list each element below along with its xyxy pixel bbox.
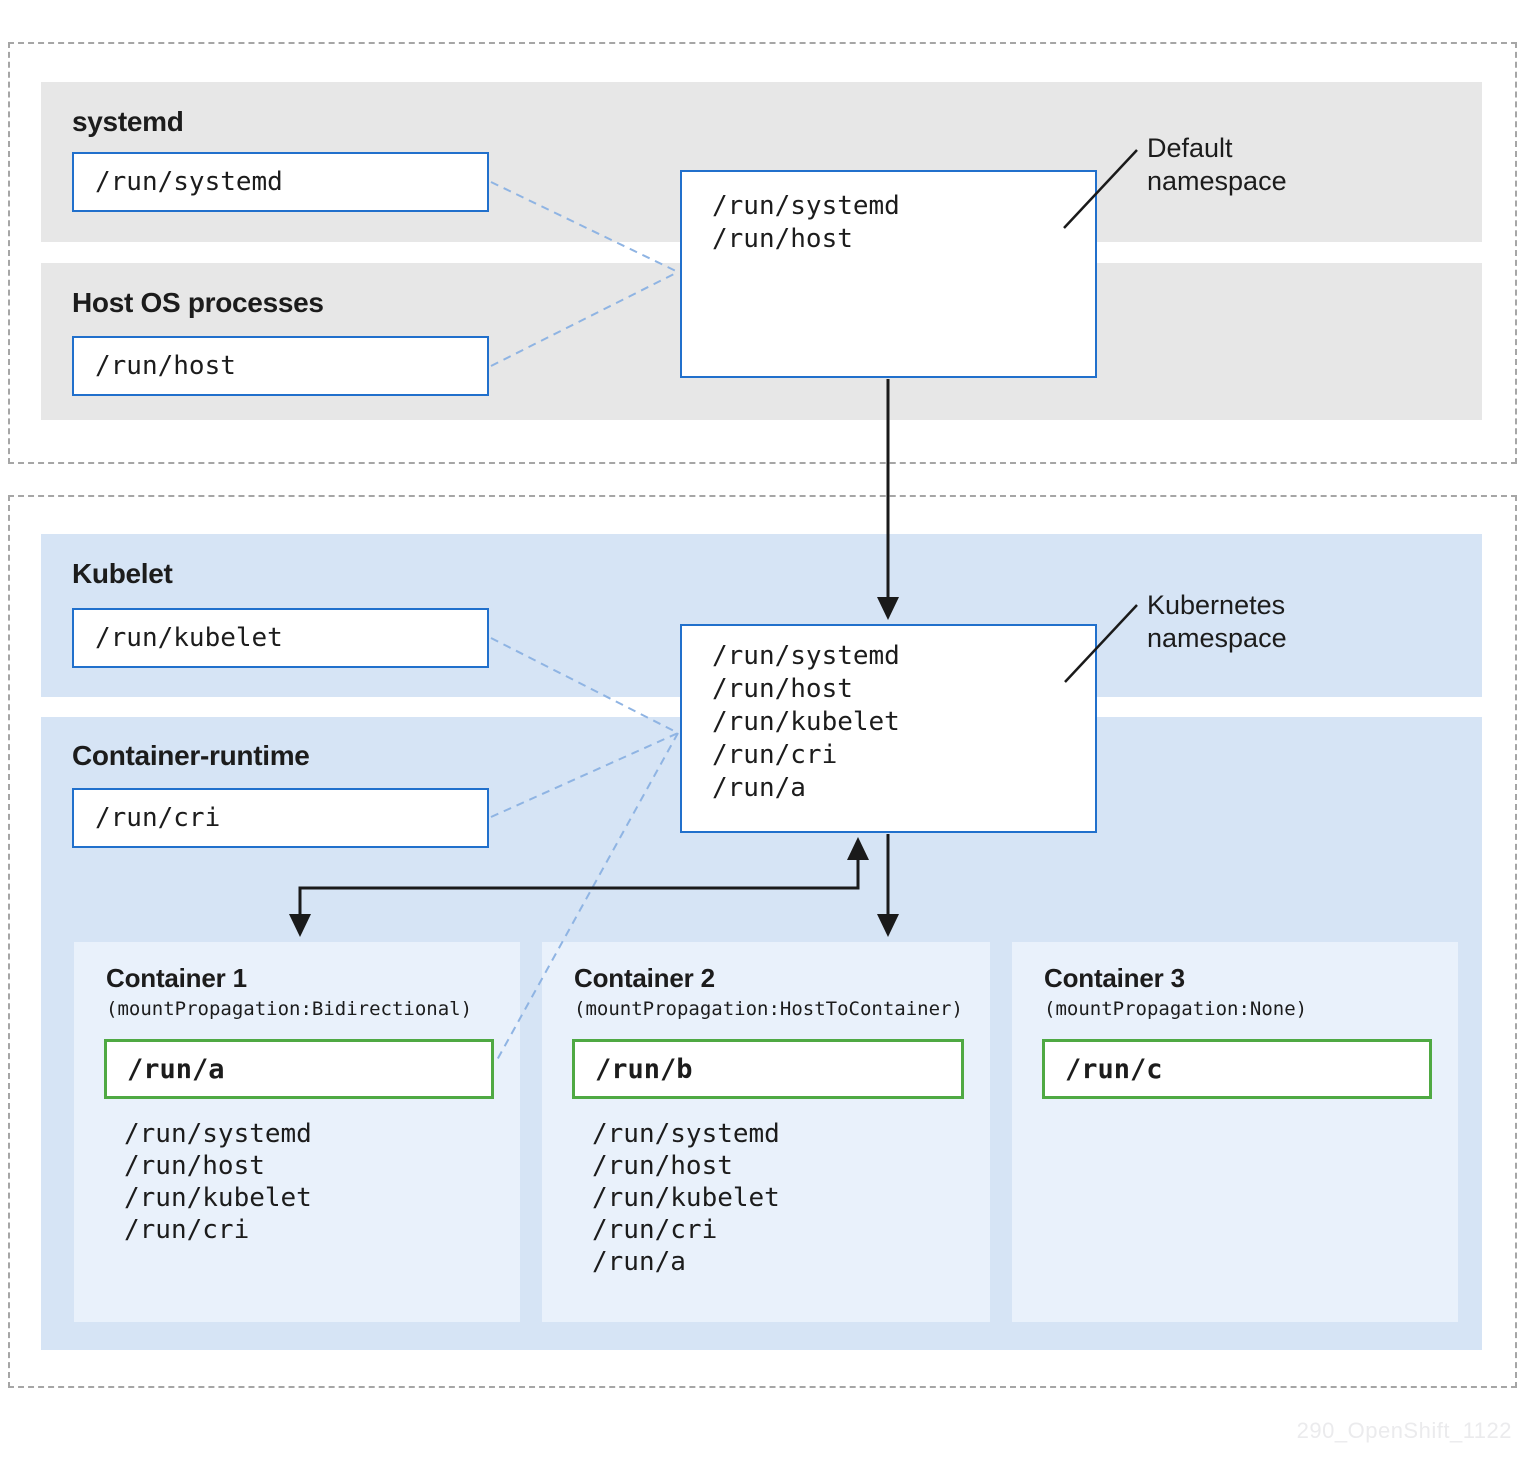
container-3-propagation: (mountPropagation:None) bbox=[1044, 998, 1308, 1020]
container-1-propagation: (mountPropagation:Bidirectional) bbox=[106, 998, 473, 1020]
container-2-mounts: /run/systemd /run/host /run/kubelet /run… bbox=[592, 1119, 780, 1277]
container-runtime-label: Container-runtime bbox=[72, 740, 310, 771]
container-3-volume-box: /run/c bbox=[1042, 1039, 1432, 1099]
container-2-volume-box: /run/b bbox=[572, 1039, 964, 1099]
systemd-label: systemd bbox=[72, 106, 184, 137]
container-1-mounts: /run/systemd /run/host /run/kubelet /run… bbox=[124, 1119, 312, 1245]
kubernetes-namespace-box: /run/systemd /run/host /run/kubelet /run… bbox=[680, 624, 1097, 833]
container-1-panel: Container 1 (mountPropagation:Bidirectio… bbox=[74, 942, 520, 1322]
host-mount-box: /run/host bbox=[72, 336, 489, 396]
container-3-title: Container 3 bbox=[1044, 963, 1185, 993]
container-2-propagation: (mountPropagation:HostToContainer) bbox=[574, 998, 963, 1020]
kubernetes-section-border bbox=[8, 495, 1517, 1388]
kubelet-label: Kubelet bbox=[72, 558, 173, 589]
default-namespace-box: /run/systemd /run/host bbox=[680, 170, 1097, 378]
host-os-label: Host OS processes bbox=[72, 287, 324, 318]
kubernetes-namespace-label: Kubernetes namespace bbox=[1147, 590, 1287, 653]
host-section-border bbox=[8, 42, 1517, 464]
cri-mount-box: /run/cri bbox=[72, 788, 489, 848]
kubelet-mount-box: /run/kubelet bbox=[72, 608, 489, 668]
container-2-title: Container 2 bbox=[574, 963, 715, 993]
watermark: 290_OpenShift_1122 bbox=[1296, 1418, 1512, 1443]
container-3-panel: Container 3 (mountPropagation:None) /run… bbox=[1012, 942, 1458, 1322]
container-1-volume-box: /run/a bbox=[104, 1039, 494, 1099]
container-1-title: Container 1 bbox=[106, 963, 247, 993]
systemd-mount-box: /run/systemd bbox=[72, 152, 489, 212]
default-namespace-label: Default namespace bbox=[1147, 133, 1287, 196]
container-2-panel: Container 2 (mountPropagation:HostToCont… bbox=[542, 942, 990, 1322]
